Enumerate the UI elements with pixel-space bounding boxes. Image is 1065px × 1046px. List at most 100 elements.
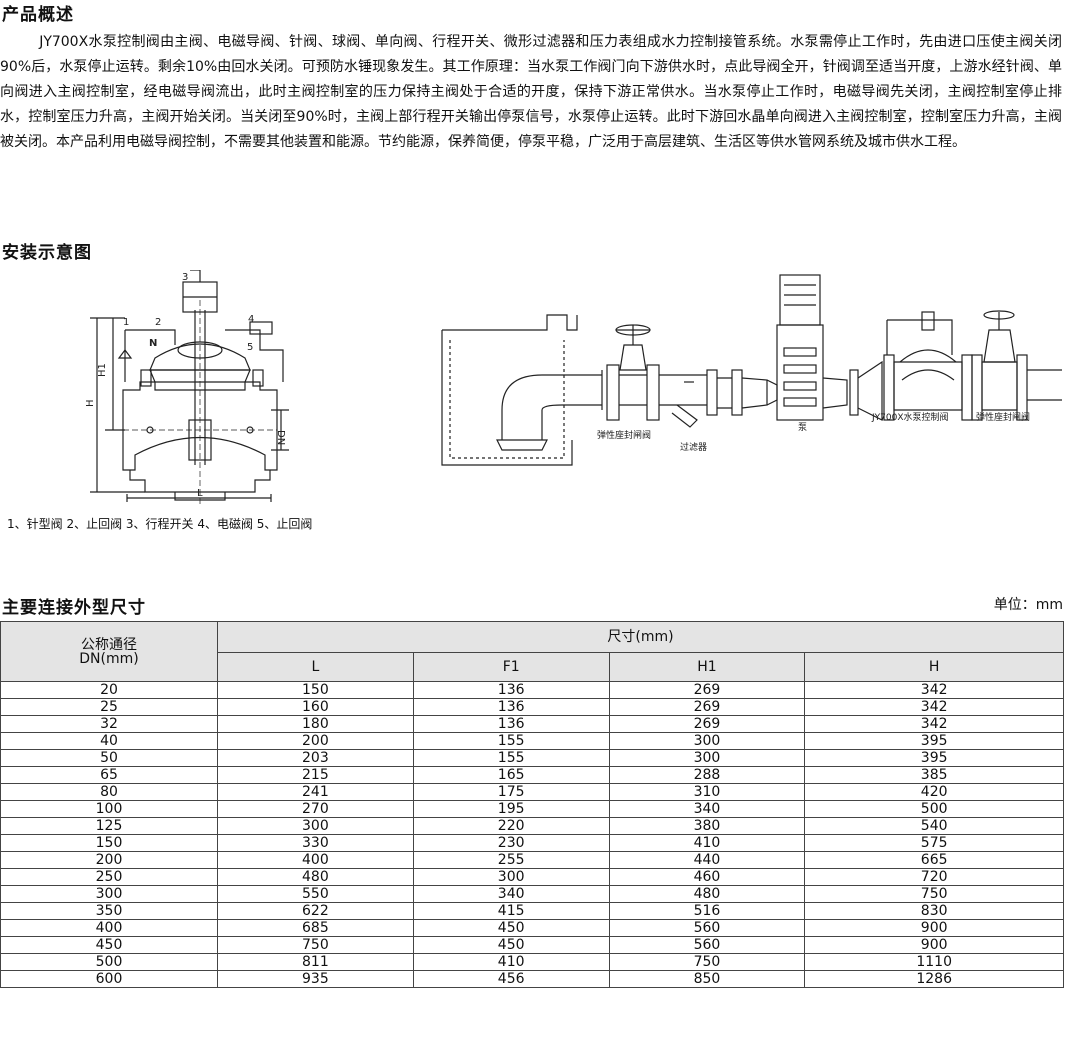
- dn-cell: 350: [0, 902, 218, 920]
- mark-5: 5: [247, 342, 253, 353]
- dn-cell: 125: [0, 817, 218, 835]
- mark-h: H: [85, 399, 96, 407]
- dn-header-line2: DN(mm): [79, 650, 139, 667]
- dimension-cell: 136: [412, 681, 610, 699]
- mark-h1: H1: [97, 363, 108, 377]
- dimension-cell: 300: [608, 732, 806, 750]
- valve-legend: 1、针型阀 2、止回阀 3、行程开关 4、电磁阀 5、止回阀: [7, 517, 313, 531]
- dimension-cell: 230: [412, 834, 610, 852]
- dimension-cell: 269: [608, 681, 806, 699]
- dn-cell: 50: [0, 749, 218, 767]
- dimension-cell: 850: [608, 970, 806, 988]
- dimension-cell: 136: [412, 715, 610, 733]
- dimension-cell: 575: [804, 834, 1064, 852]
- col-h1: H1: [608, 652, 806, 682]
- label-gate-valve: 弹性座封闸阀: [597, 429, 651, 441]
- dimension-cell: 540: [804, 817, 1064, 835]
- dn-cell: 65: [0, 766, 218, 784]
- mark-dn: DN: [275, 430, 286, 445]
- dimension-cell: 410: [412, 953, 610, 971]
- dimension-cell: 136: [412, 698, 610, 716]
- overview-heading: 产品概述: [2, 5, 74, 25]
- dimension-cell: 450: [412, 919, 610, 937]
- dimension-cell: 203: [217, 749, 414, 767]
- dimension-cell: 811: [217, 953, 414, 971]
- label-gate-valve-2: 弹性座封闸阀: [976, 411, 1030, 423]
- dimension-cell: 450: [412, 936, 610, 954]
- dimension-cell: 480: [217, 868, 414, 886]
- mark-4: 4: [248, 314, 254, 325]
- mark-3: 3: [182, 272, 188, 283]
- overview-paragraph: JY700X水泵控制阀由主阀、电磁导阀、针阀、球阀、单向阀、行程开关、微形过滤器…: [0, 34, 1062, 150]
- col-h: H: [804, 652, 1064, 682]
- dimension-cell: 300: [608, 749, 806, 767]
- dimension-cell: 750: [217, 936, 414, 954]
- dn-cell: 20: [0, 681, 218, 699]
- dimension-cell: 720: [804, 868, 1064, 886]
- dims-heading: 主要连接外型尺寸: [2, 598, 146, 618]
- dn-cell: 80: [0, 783, 218, 801]
- dimension-cell: 395: [804, 732, 1064, 750]
- dimension-cell: 1110: [804, 953, 1064, 971]
- dn-cell: 600: [0, 970, 218, 988]
- label-control-valve: JY700X水泵控制阀: [871, 411, 949, 423]
- dimension-cell: 685: [217, 919, 414, 937]
- dn-cell: 25: [0, 698, 218, 716]
- dimension-cell: 420: [804, 783, 1064, 801]
- dimension-cell: 340: [608, 800, 806, 818]
- dimension-cell: 269: [608, 698, 806, 716]
- dn-cell: 32: [0, 715, 218, 733]
- dimension-cell: 195: [412, 800, 610, 818]
- size-group-header: 尺寸(mm): [217, 621, 1064, 653]
- dimension-cell: 830: [804, 902, 1064, 920]
- mark-2: 2: [155, 317, 161, 328]
- col-l: L: [217, 652, 414, 682]
- dimension-cell: 550: [217, 885, 414, 903]
- dimension-cell: 400: [217, 851, 414, 869]
- dimension-cell: 269: [608, 715, 806, 733]
- dimension-cell: 342: [804, 681, 1064, 699]
- dimension-cell: 750: [608, 953, 806, 971]
- label-filter: 过滤器: [680, 441, 707, 453]
- dimension-cell: 415: [412, 902, 610, 920]
- dimension-cell: 342: [804, 715, 1064, 733]
- dimension-cell: 480: [608, 885, 806, 903]
- dimension-cell: 935: [217, 970, 414, 988]
- dimension-cell: 155: [412, 732, 610, 750]
- dimension-cell: 180: [217, 715, 414, 733]
- mark-n: N: [149, 338, 157, 349]
- install-heading: 安装示意图: [2, 243, 92, 263]
- dimension-cell: 1286: [804, 970, 1064, 988]
- dimension-cell: 380: [608, 817, 806, 835]
- dimension-cell: 310: [608, 783, 806, 801]
- dimension-cell: 241: [217, 783, 414, 801]
- dimension-cell: 255: [412, 851, 610, 869]
- dimension-cell: 165: [412, 766, 610, 784]
- dimension-cell: 460: [608, 868, 806, 886]
- valve-section-drawing: 1 2 3 4 5 N H1 H DN L: [85, 270, 289, 505]
- dimension-cell: 500: [804, 800, 1064, 818]
- dimension-cell: 200: [217, 732, 414, 750]
- unit-label: 单位：mm: [993, 597, 1063, 613]
- dn-cell: 400: [0, 919, 218, 937]
- dimension-cell: 300: [412, 868, 610, 886]
- dn-cell: 300: [0, 885, 218, 903]
- dn-cell: 450: [0, 936, 218, 954]
- dimension-cell: 900: [804, 936, 1064, 954]
- dn-cell: 150: [0, 834, 218, 852]
- mark-1: 1: [123, 317, 129, 328]
- dn-cell: 250: [0, 868, 218, 886]
- dimension-cell: 150: [217, 681, 414, 699]
- dimension-cell: 516: [608, 902, 806, 920]
- dimension-cell: 750: [804, 885, 1064, 903]
